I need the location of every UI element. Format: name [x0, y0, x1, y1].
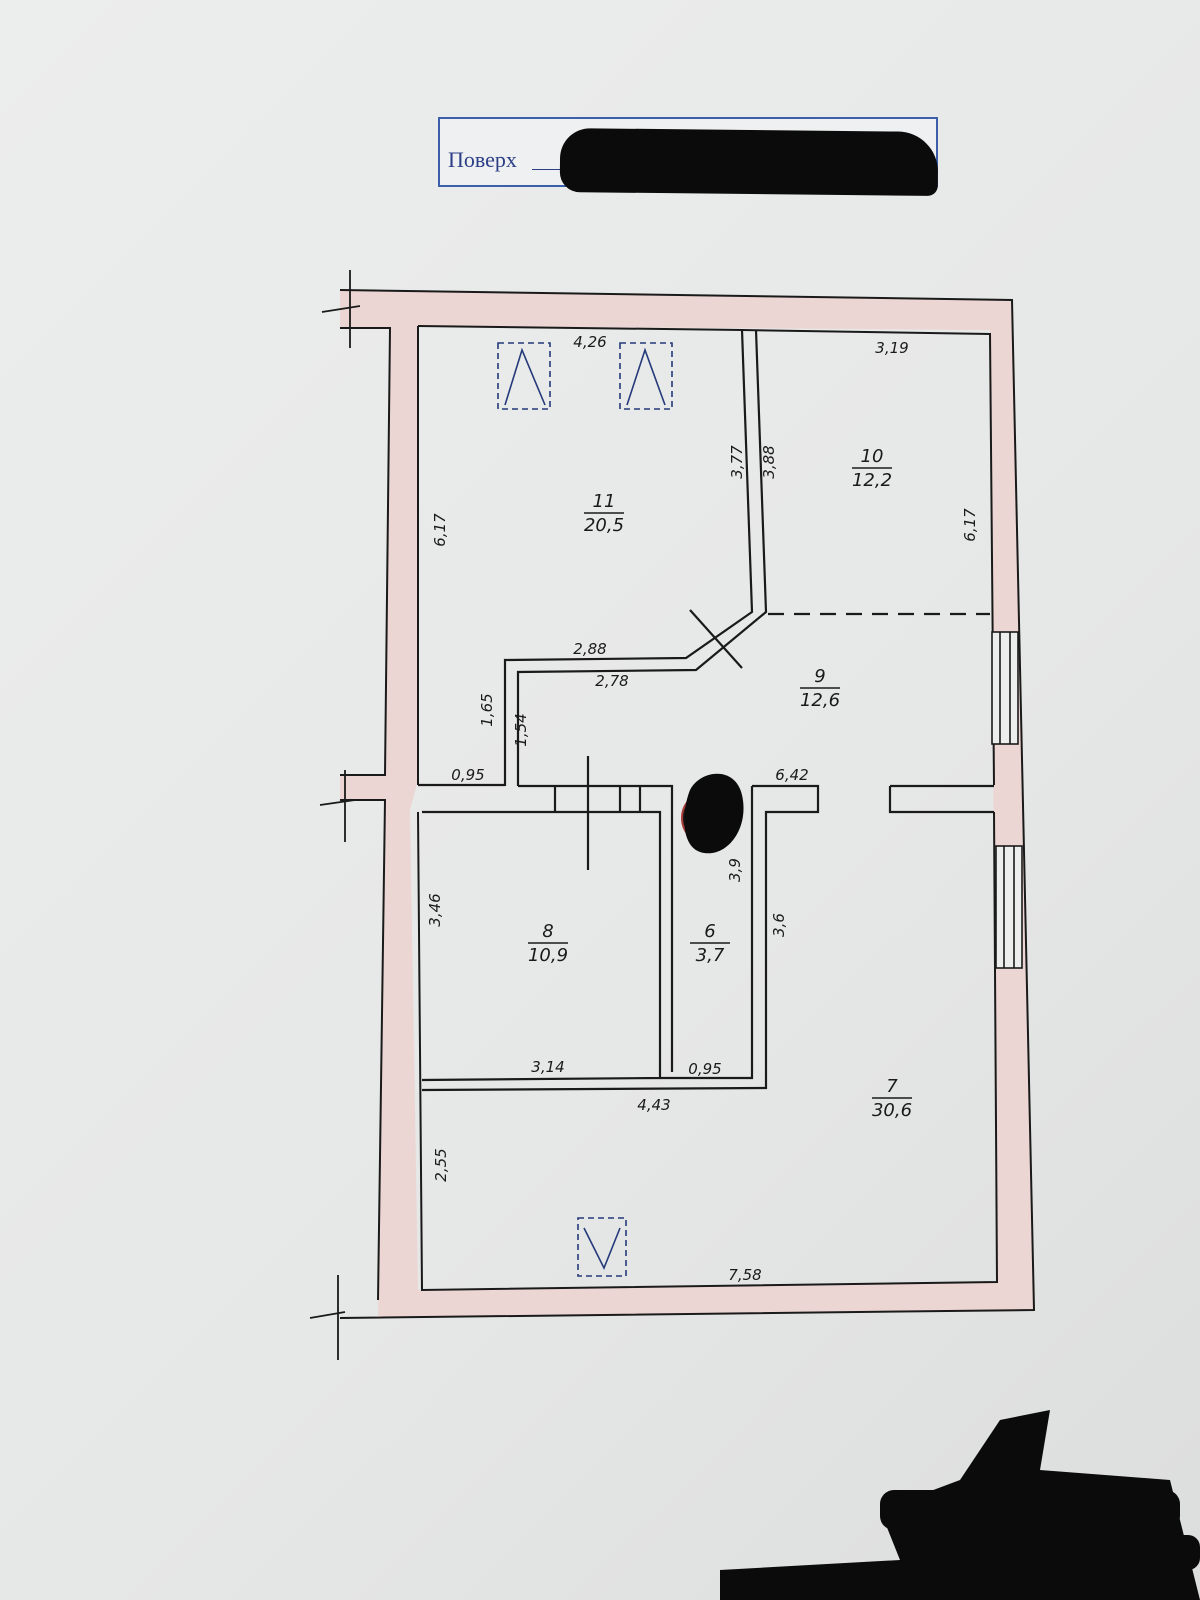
outer-walls: [340, 290, 1034, 1318]
dimension-319: 3,19: [875, 339, 908, 357]
room-area: 30,6: [872, 1100, 912, 1121]
dimension-39: 3,9: [726, 858, 744, 882]
room-number: 8: [542, 921, 553, 942]
dimension-255: 2,55: [432, 1148, 450, 1181]
floor-underline: [532, 169, 562, 170]
floor-label: Поверх: [448, 147, 517, 172]
dimension-288: 2,88: [573, 640, 606, 658]
room-area: 12,6: [800, 690, 840, 711]
section-markers: [309, 270, 361, 1360]
dimension-346: 3,46: [426, 893, 444, 926]
room-10: 10 12,2: [852, 446, 892, 491]
outer-contour: [339, 289, 1036, 1319]
dimension-165: 1,65: [478, 693, 496, 726]
dimension-388: 3,88: [760, 445, 778, 478]
dimension-443: 4,43: [637, 1096, 670, 1114]
room-area: 12,2: [852, 470, 892, 491]
inner-contour-top: [417, 325, 995, 786]
dimension-154: 1,54: [512, 713, 530, 746]
room-area: 20,5: [584, 515, 624, 536]
redaction-blot: [684, 773, 744, 854]
room-area: 10,9: [528, 945, 568, 966]
dimension-377: 3,77: [728, 445, 746, 479]
left-outer-wall-lower: [340, 799, 387, 1301]
room-number: 7: [886, 1076, 898, 1097]
dimension-278: 2,78: [595, 672, 628, 690]
dimension-758: 7,58: [728, 1266, 761, 1284]
room-11: 11 20,5: [584, 491, 624, 536]
room-number: 11: [593, 491, 616, 512]
room-number: 10: [861, 446, 884, 467]
room-9: 912,6: [800, 666, 840, 711]
dimension-095b: 0,95: [688, 1060, 721, 1078]
dimension-095a: 0,95: [451, 766, 484, 784]
redaction-mark-bottom: [720, 1410, 1200, 1600]
windows: [991, 631, 1023, 969]
dimension-314: 3,14: [531, 1058, 564, 1076]
room-number: 6: [704, 921, 715, 942]
dimension-642: 6,42: [775, 766, 808, 784]
left-outer-wall: [340, 327, 392, 776]
room-6: 63,7: [690, 921, 730, 966]
room-area: 3,7: [696, 945, 725, 966]
dimension-36: 3,6: [770, 913, 788, 937]
room-8: 810,9: [528, 921, 568, 966]
skylights: [497, 342, 673, 1277]
dimension-617a: 6,17: [431, 513, 449, 547]
dimension-617b: 6,17: [961, 508, 979, 542]
inner-contour-lower: [417, 811, 999, 1292]
dimension-426: 4,26: [573, 333, 606, 351]
room-7: 730,6: [872, 1076, 912, 1121]
partitions: [418, 329, 994, 1092]
room-number: 9: [814, 666, 825, 687]
